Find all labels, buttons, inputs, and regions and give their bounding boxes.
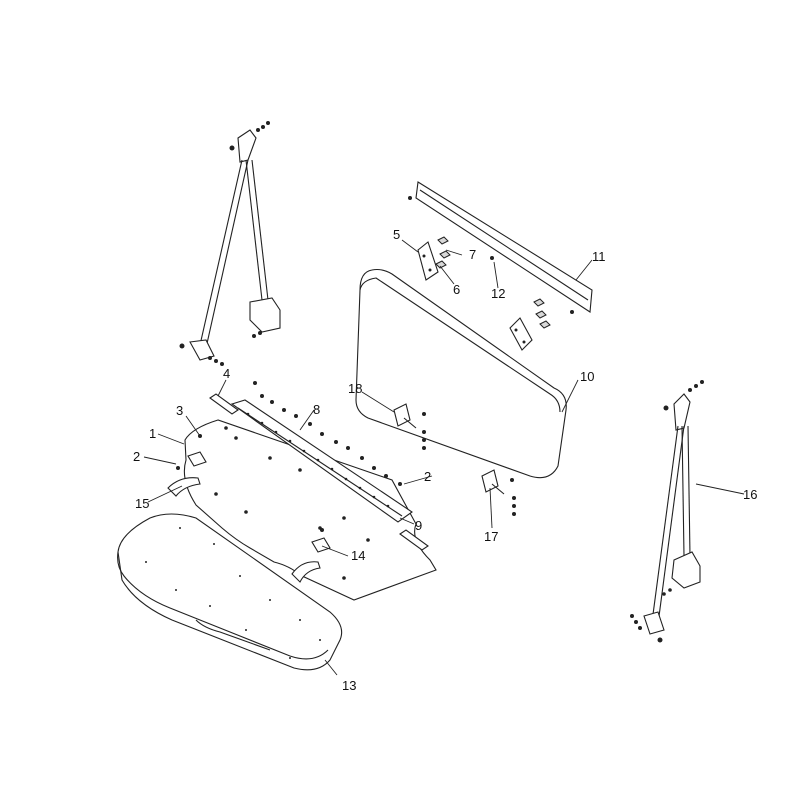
callout-7: 7 [469,247,476,262]
left-seat-belt-assembly [179,121,281,366]
hinge-bolts [176,381,402,580]
callout-2-right: 2 [424,469,431,484]
cushion-holes [145,527,321,659]
callout-2-left: 2 [133,449,140,464]
seat-base-plate [167,381,437,601]
callout-15: 15 [135,496,149,511]
callout-1: 1 [149,426,156,441]
callout-4: 4 [223,366,230,381]
callout-13: 13 [342,678,356,693]
leader-lines [143,239,745,676]
seat-back-brackets [417,236,551,351]
hinge-holes [246,412,390,508]
callout-5: 5 [393,227,400,242]
support-bar [408,181,593,314]
callout-labels: 1 2 2 3 4 5 6 7 8 9 10 11 12 13 14 15 16… [133,227,757,693]
callout-11: 11 [592,249,606,264]
callout-10: 10 [580,369,594,384]
callout-14: 14 [351,548,365,563]
callout-12: 12 [491,286,505,301]
callout-16: 16 [743,487,757,502]
seat-cushion [117,513,343,671]
callout-9: 9 [415,518,422,533]
callout-8: 8 [313,402,320,417]
callout-18: 18 [348,381,362,396]
callout-17: 17 [484,529,498,544]
right-seat-belt-assembly [630,380,704,643]
callout-3: 3 [176,403,183,418]
callout-6: 6 [453,282,460,297]
seat-belt-buckles [393,403,516,516]
seat-back-cushion [355,268,567,479]
